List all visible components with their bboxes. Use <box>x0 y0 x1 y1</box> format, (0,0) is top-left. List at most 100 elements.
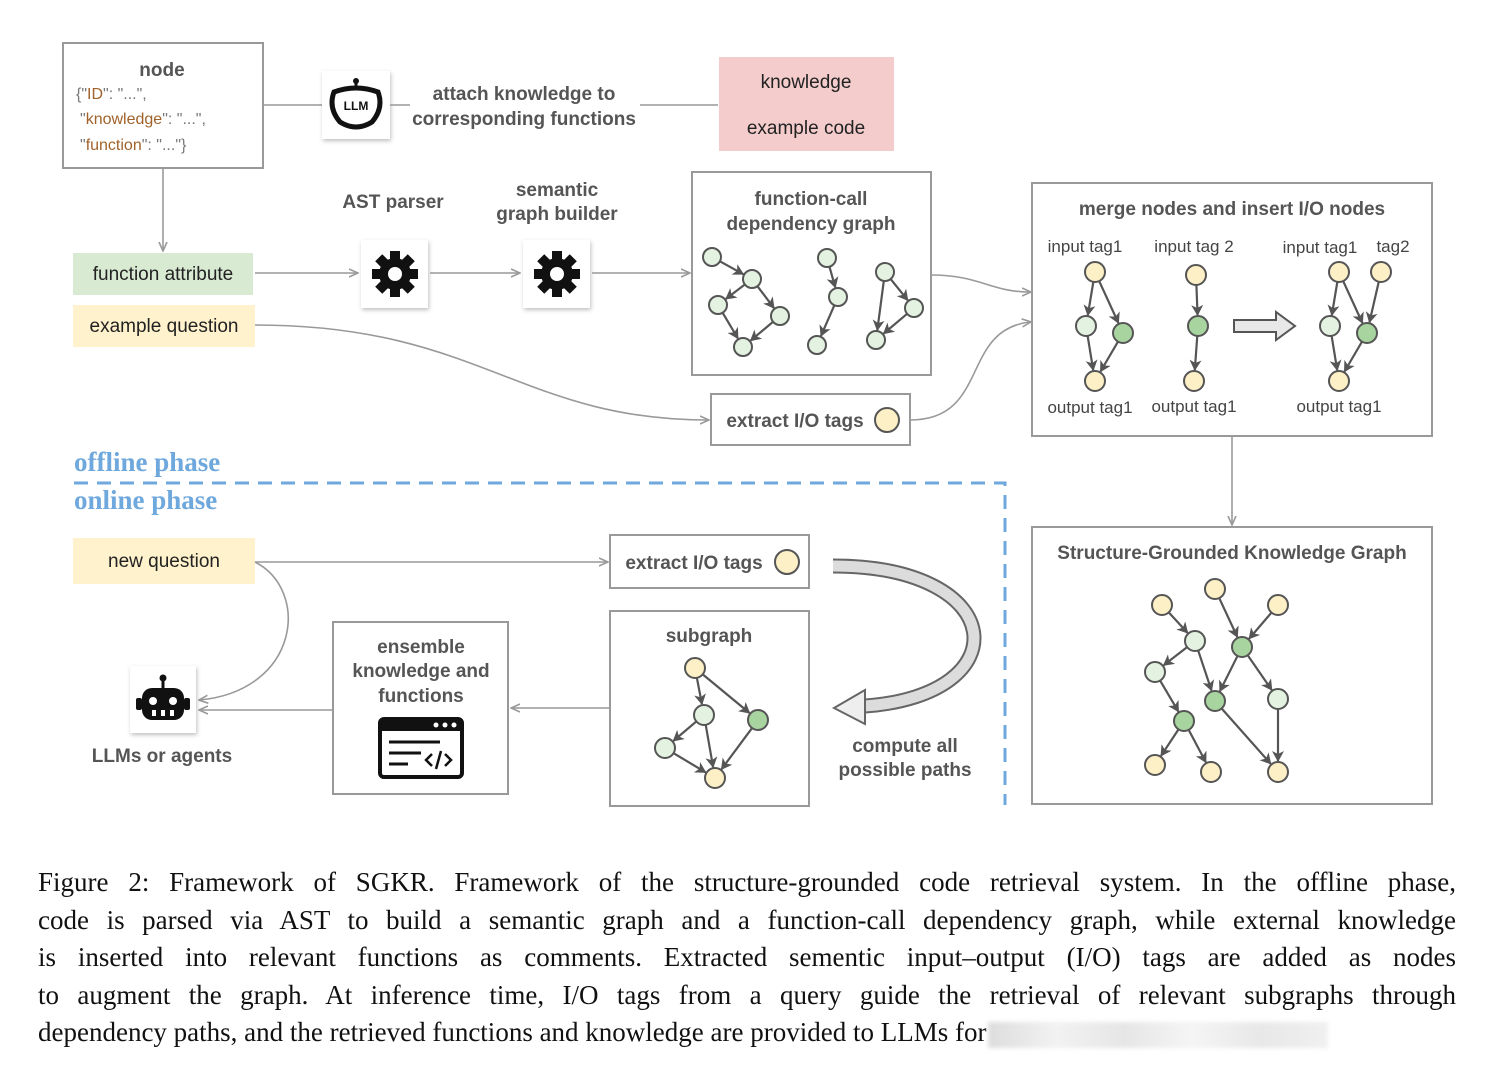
caption-line: dependency paths, and the retrieved func… <box>38 1017 987 1047</box>
subgraph <box>654 657 769 789</box>
graph-node <box>1204 690 1226 712</box>
graph-node <box>807 335 827 355</box>
tag-label: input tag 2 <box>1154 237 1233 256</box>
graph-edge <box>1329 335 1342 372</box>
caption-line: Figure 2: Framework of SGKR. Framework o… <box>38 867 1456 897</box>
graph-edge <box>1220 707 1272 765</box>
figure-caption: Figure 2: Framework of SGKR. Framework o… <box>38 864 1456 1052</box>
graph-node <box>708 295 728 315</box>
knowledge-label: knowledge <box>761 72 852 93</box>
fcdg-title-1: function-call <box>755 189 868 210</box>
llm-icon: LLM <box>322 71 390 139</box>
caption-line: code is parsed via AST to build a semant… <box>38 904 1456 935</box>
graph-edge <box>1189 335 1202 372</box>
graph-edge <box>1218 597 1239 638</box>
merge-arrow-icon <box>1233 310 1297 342</box>
graph-edge <box>1343 341 1363 373</box>
node-function-line: "function": "..."} <box>80 137 187 154</box>
graph-node <box>1231 636 1253 658</box>
knowledge-graph-title: Structure-Grounded Knowledge Graph <box>1057 543 1406 564</box>
node-schema-box: node {"ID": "...", "knowledge": "...", "… <box>62 42 264 169</box>
attach-label-2: corresponding functions <box>412 109 636 130</box>
gear-icon <box>361 240 428 308</box>
function-attribute-label: function attribute <box>93 264 233 285</box>
graph-edge <box>702 673 751 714</box>
graph-node <box>1144 661 1166 683</box>
new-question-box <box>73 538 255 584</box>
node-title: node <box>139 60 184 81</box>
merge-graphs <box>1075 261 1392 392</box>
graph-edge <box>1342 280 1364 324</box>
graph-edge <box>1099 341 1119 373</box>
node-knowledge-line: "knowledge": "...", <box>80 111 206 128</box>
graph-node <box>1183 370 1205 392</box>
robot-icon <box>130 666 196 733</box>
graph-edge <box>1197 650 1215 692</box>
llms-agents-label: LLMs or agents <box>92 746 232 767</box>
graph-node <box>1184 630 1206 652</box>
graph-node <box>1173 710 1195 732</box>
graph-edge <box>1187 729 1207 764</box>
graph-node <box>1204 578 1226 600</box>
tag-label: output tag1 <box>1151 397 1236 416</box>
graph-edge <box>673 752 707 774</box>
io-tag-icon <box>874 407 900 433</box>
connector <box>254 324 708 420</box>
function-attribute-box <box>73 253 253 295</box>
phase-divider <box>74 481 1007 805</box>
graph-node <box>1112 322 1134 344</box>
connector <box>930 274 1030 292</box>
semantic-label-1: semantic <box>516 180 599 201</box>
graph-edge <box>1085 335 1098 372</box>
knowledge-graph <box>1144 578 1289 783</box>
graph-node <box>693 704 715 726</box>
attach-label-1: attach knowledge to <box>433 84 616 105</box>
graph-edge <box>1191 284 1204 317</box>
caption-line: is inserted into relevant functions as c… <box>38 942 1456 972</box>
merge-nodes-box <box>1031 182 1433 437</box>
graph-node <box>1187 315 1209 337</box>
extract-io-tags-label: extract I/O tags <box>726 411 863 432</box>
graph-node <box>702 247 722 267</box>
graph-edge <box>721 312 739 340</box>
graph-edge <box>1159 680 1180 713</box>
gear-icon <box>523 240 590 308</box>
compute-label-1: compute all <box>852 736 958 757</box>
graph-node <box>1356 322 1378 344</box>
online-phase-label: online phase <box>74 485 217 515</box>
graph-edge <box>1167 611 1189 634</box>
compute-label-2: possible paths <box>838 760 971 781</box>
graph-node <box>742 269 762 289</box>
graph-edge <box>704 724 718 769</box>
graph-node <box>770 306 790 326</box>
graph-edge <box>826 266 839 289</box>
io-tag-icon <box>774 549 800 575</box>
graph-edge <box>1365 281 1380 324</box>
tag-label: output tag1 <box>1047 398 1132 417</box>
caption-line-last: dependency paths, and the retrieved func… <box>38 1014 1456 1052</box>
graph-edge <box>749 320 774 342</box>
graph-node <box>654 737 676 759</box>
graph-node <box>1200 761 1222 783</box>
function-call-graph <box>702 247 924 357</box>
connector <box>200 561 289 700</box>
graph-edge <box>1218 655 1239 693</box>
graph-node <box>904 298 924 318</box>
semantic-label-2: graph builder <box>496 204 618 225</box>
graph-node <box>1267 761 1289 783</box>
graph-node <box>1151 594 1173 616</box>
graph-edge <box>882 312 908 335</box>
ensemble-label-2: knowledge and <box>352 661 489 682</box>
graph-node <box>684 657 706 679</box>
connector <box>909 322 1030 421</box>
compute-paths-arrow <box>831 558 982 726</box>
merge-title: merge nodes and insert I/O nodes <box>1079 199 1385 220</box>
graph-node <box>1144 754 1166 776</box>
caption-line: to augment the graph. At inference time,… <box>38 979 1456 1010</box>
fcdg-title-2: dependency graph <box>727 214 896 235</box>
graph-edge <box>719 260 745 276</box>
graph-edge <box>672 720 698 742</box>
graph-edge <box>1248 611 1273 640</box>
graph-node <box>1084 261 1106 283</box>
graph-edge <box>872 280 885 332</box>
